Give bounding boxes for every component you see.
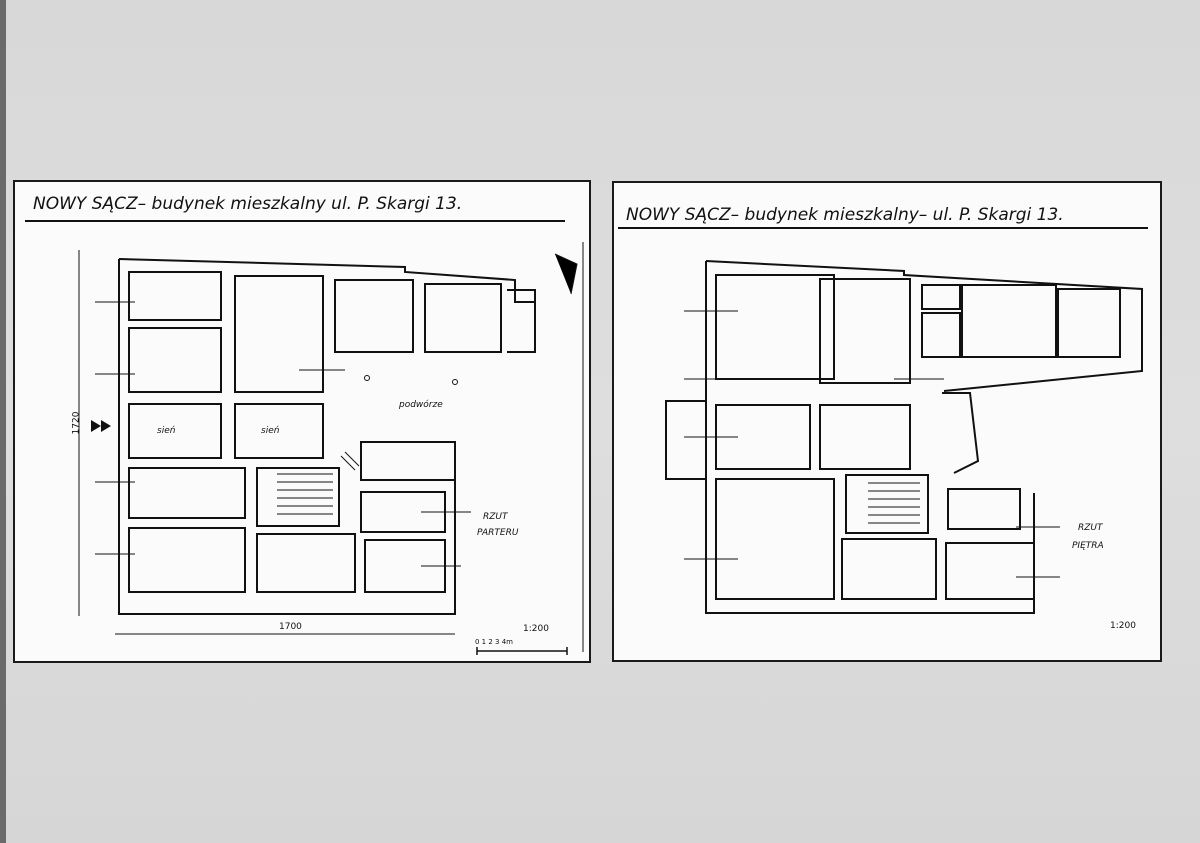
label-rzut: RZUT — [1078, 523, 1103, 533]
floor-plan-sheet-ground: NOWY SĄCZ– budynek mieszkalny ul. P. Ska… — [13, 180, 591, 663]
title-underline — [618, 227, 1148, 229]
sheet-title: NOWY SĄCZ– budynek mieszkalny– ul. P. Sk… — [626, 205, 1064, 225]
floor-plan-sheet-upper: NOWY SĄCZ– budynek mieszkalny– ul. P. Sk… — [612, 181, 1162, 662]
scale-ratio: 1:200 — [523, 624, 549, 634]
scan-edge — [0, 0, 6, 843]
scale-bar-label: 0 1 2 3 4m — [475, 638, 513, 646]
dimension-horizontal: 1700 — [279, 622, 302, 632]
ground-floor-plan — [78, 242, 584, 655]
label-parteru: PARTERU — [477, 528, 519, 538]
label-rzut: RZUT — [483, 512, 508, 522]
scale-ratio: 1:200 — [1110, 621, 1136, 631]
label-pietra: PIĘTRA — [1072, 541, 1104, 551]
sheet-title: NOWY SĄCZ– budynek mieszkalny ul. P. Ska… — [33, 194, 463, 214]
label-courtyard: podwórze — [399, 400, 443, 410]
dimension-vertical: 1720 — [71, 411, 82, 435]
label-hall-2: sień — [261, 426, 280, 436]
title-underline — [25, 220, 565, 222]
label-hall-1: sień — [157, 426, 176, 436]
upper-floor-plan — [665, 260, 1143, 614]
